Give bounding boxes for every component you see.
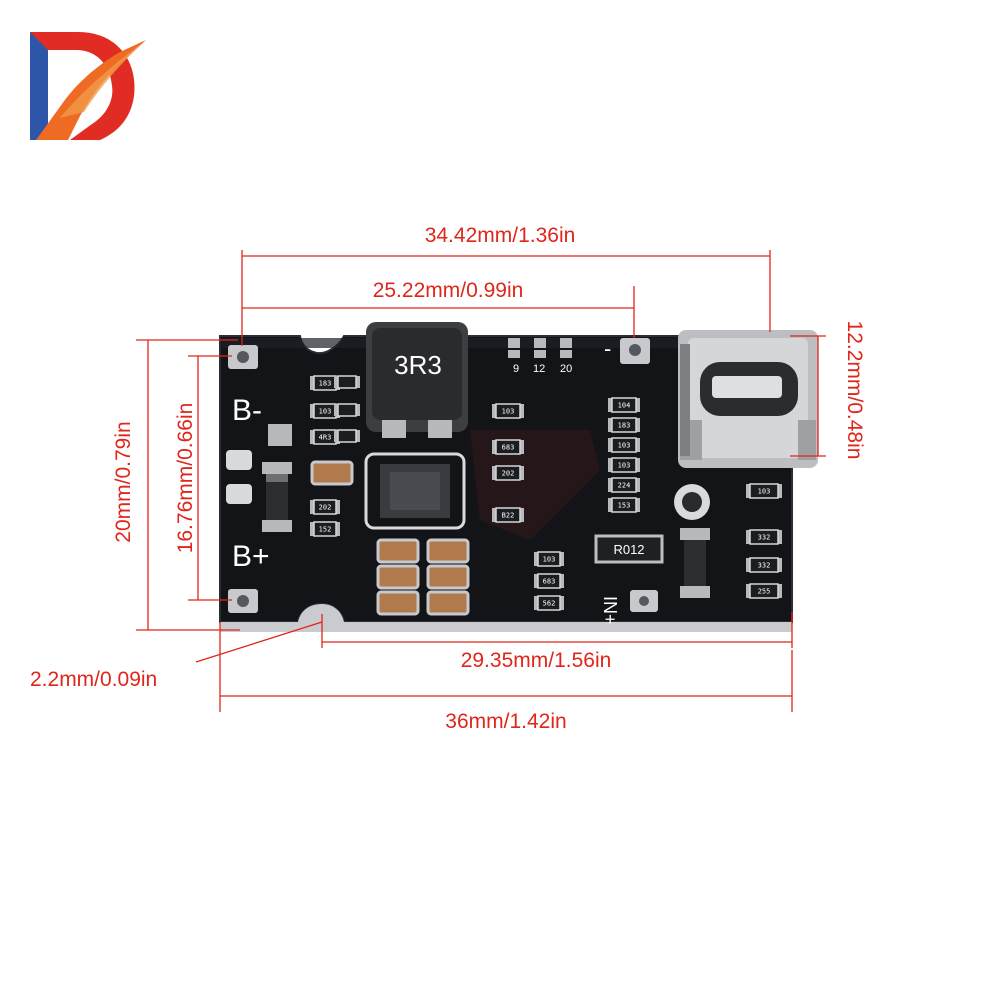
smd-lower-1: 683 <box>534 573 564 589</box>
dim-bottom-overall: 36mm/1.42in <box>445 710 566 733</box>
smd-left-1-code: 103 <box>319 408 332 416</box>
smd-right-3-code: 103 <box>618 462 631 470</box>
label-in-plus: IN+ <box>600 596 620 625</box>
label-b-plus: B+ <box>232 540 270 573</box>
smd-right-3: 103 <box>608 457 640 473</box>
smd-led-2-code: 332 <box>758 562 771 570</box>
capacitor-2 <box>376 564 420 590</box>
smd-center-3-code: B22 <box>502 512 515 520</box>
smd-led-1-code: 332 <box>758 534 771 542</box>
top-header-pads <box>508 338 572 358</box>
smd-led-0: 103 <box>746 483 782 499</box>
smd-lower-0-code: 103 <box>543 556 556 564</box>
capacitor-0 <box>376 538 420 564</box>
lower-center-parts: 103 683 562 <box>534 551 564 611</box>
smd-lower-2: 562 <box>534 595 564 611</box>
smd-right-1-code: 183 <box>618 422 631 430</box>
smd-center-0: 103 <box>492 403 524 419</box>
smd-left-4: 152 <box>310 521 340 537</box>
smd-center-1-code: 683 <box>502 444 515 452</box>
dim-top-overall: 34.42mm/1.36in <box>425 224 576 247</box>
dim-left-inner: 16.76mm/0.66in <box>174 403 197 554</box>
mount-hole-center <box>682 492 702 512</box>
smd-right-4-code: 224 <box>618 482 631 490</box>
smd-led-1: 332 <box>746 529 782 545</box>
capacitor-6 <box>310 460 354 486</box>
smd-center-2-code: 202 <box>502 470 515 478</box>
smd-led-2: 332 <box>746 557 782 573</box>
smd-center-3: B22 <box>492 507 524 523</box>
smd-lower-1-code: 683 <box>543 578 556 586</box>
smd-right-5: 153 <box>608 497 640 513</box>
diode-right <box>680 528 710 598</box>
smd-center-2: 202 <box>492 465 524 481</box>
smd-left-3: 202 <box>310 499 340 515</box>
dim-edge-offset: 2.2mm/0.09in <box>30 668 157 691</box>
usb-type-c-connector <box>678 330 818 468</box>
dimension-lines <box>136 250 826 712</box>
smd-right-1: 183 <box>608 417 640 433</box>
smd-left-2-code: 4R3 <box>319 434 332 442</box>
ic-chip <box>364 452 466 530</box>
pad-left <box>268 424 292 446</box>
smd-left-small-0 <box>334 375 360 389</box>
label-minus: - <box>604 336 611 361</box>
smd-left-small-1 <box>334 403 360 417</box>
left-pads <box>226 345 258 613</box>
smd-left-0-code: 183 <box>319 380 332 388</box>
dim-bottom-inner: 29.35mm/1.56in <box>461 649 612 672</box>
smd-right-5-code: 153 <box>618 502 631 510</box>
smd-left-4-code: 152 <box>319 526 332 534</box>
smd-center-0-code: 103 <box>502 408 515 416</box>
smd-left-small-2 <box>334 429 360 443</box>
smd-right-2: 103 <box>608 437 640 453</box>
smd-led-0-code: 103 <box>758 488 771 496</box>
capacitor-4 <box>376 590 420 616</box>
capacitor-array <box>310 460 470 616</box>
smd-lower-0: 103 <box>534 551 564 567</box>
smd-center-1: 683 <box>492 439 524 455</box>
brand-logo <box>30 32 146 140</box>
left-column-parts: 183 103 4R3 202 152 <box>310 375 360 537</box>
pin-label-12: 12 <box>533 363 545 375</box>
pin-label-9: 9 <box>513 363 519 375</box>
capacitor-3 <box>426 564 470 590</box>
inductor-code: 3R3 <box>394 350 442 380</box>
right-column-parts: 104 183 103 103 224 153 <box>608 397 640 513</box>
smd-led-3: 255 <box>746 583 782 599</box>
current-sense-resistor: R012 <box>594 534 664 564</box>
hole-minus <box>629 344 641 356</box>
smd-right-2-code: 103 <box>618 442 631 450</box>
inductor: 3R3 <box>366 322 468 438</box>
smd-right-0-code: 104 <box>618 402 631 410</box>
capacitor-1 <box>426 538 470 564</box>
diode-left <box>262 462 292 532</box>
hole-in-plus <box>639 596 649 606</box>
smd-right-0: 104 <box>608 397 640 413</box>
led-column-parts: 103 332 332 255 <box>746 483 782 599</box>
capacitor-5 <box>426 590 470 616</box>
dim-top-inner: 25.22mm/0.99in <box>373 279 524 302</box>
smd-lower-2-code: 562 <box>543 600 556 608</box>
smd-left-3-code: 202 <box>319 504 332 512</box>
dim-right-height: 12.2mm/0.48in <box>843 321 866 460</box>
label-b-minus: B- <box>232 394 262 427</box>
dim-left-outer: 20mm/0.79in <box>112 421 135 542</box>
smd-led-3-code: 255 <box>758 588 771 596</box>
smd-right-4: 224 <box>608 477 640 493</box>
pin-label-20: 20 <box>560 363 572 375</box>
resistor-code: R012 <box>613 542 644 557</box>
